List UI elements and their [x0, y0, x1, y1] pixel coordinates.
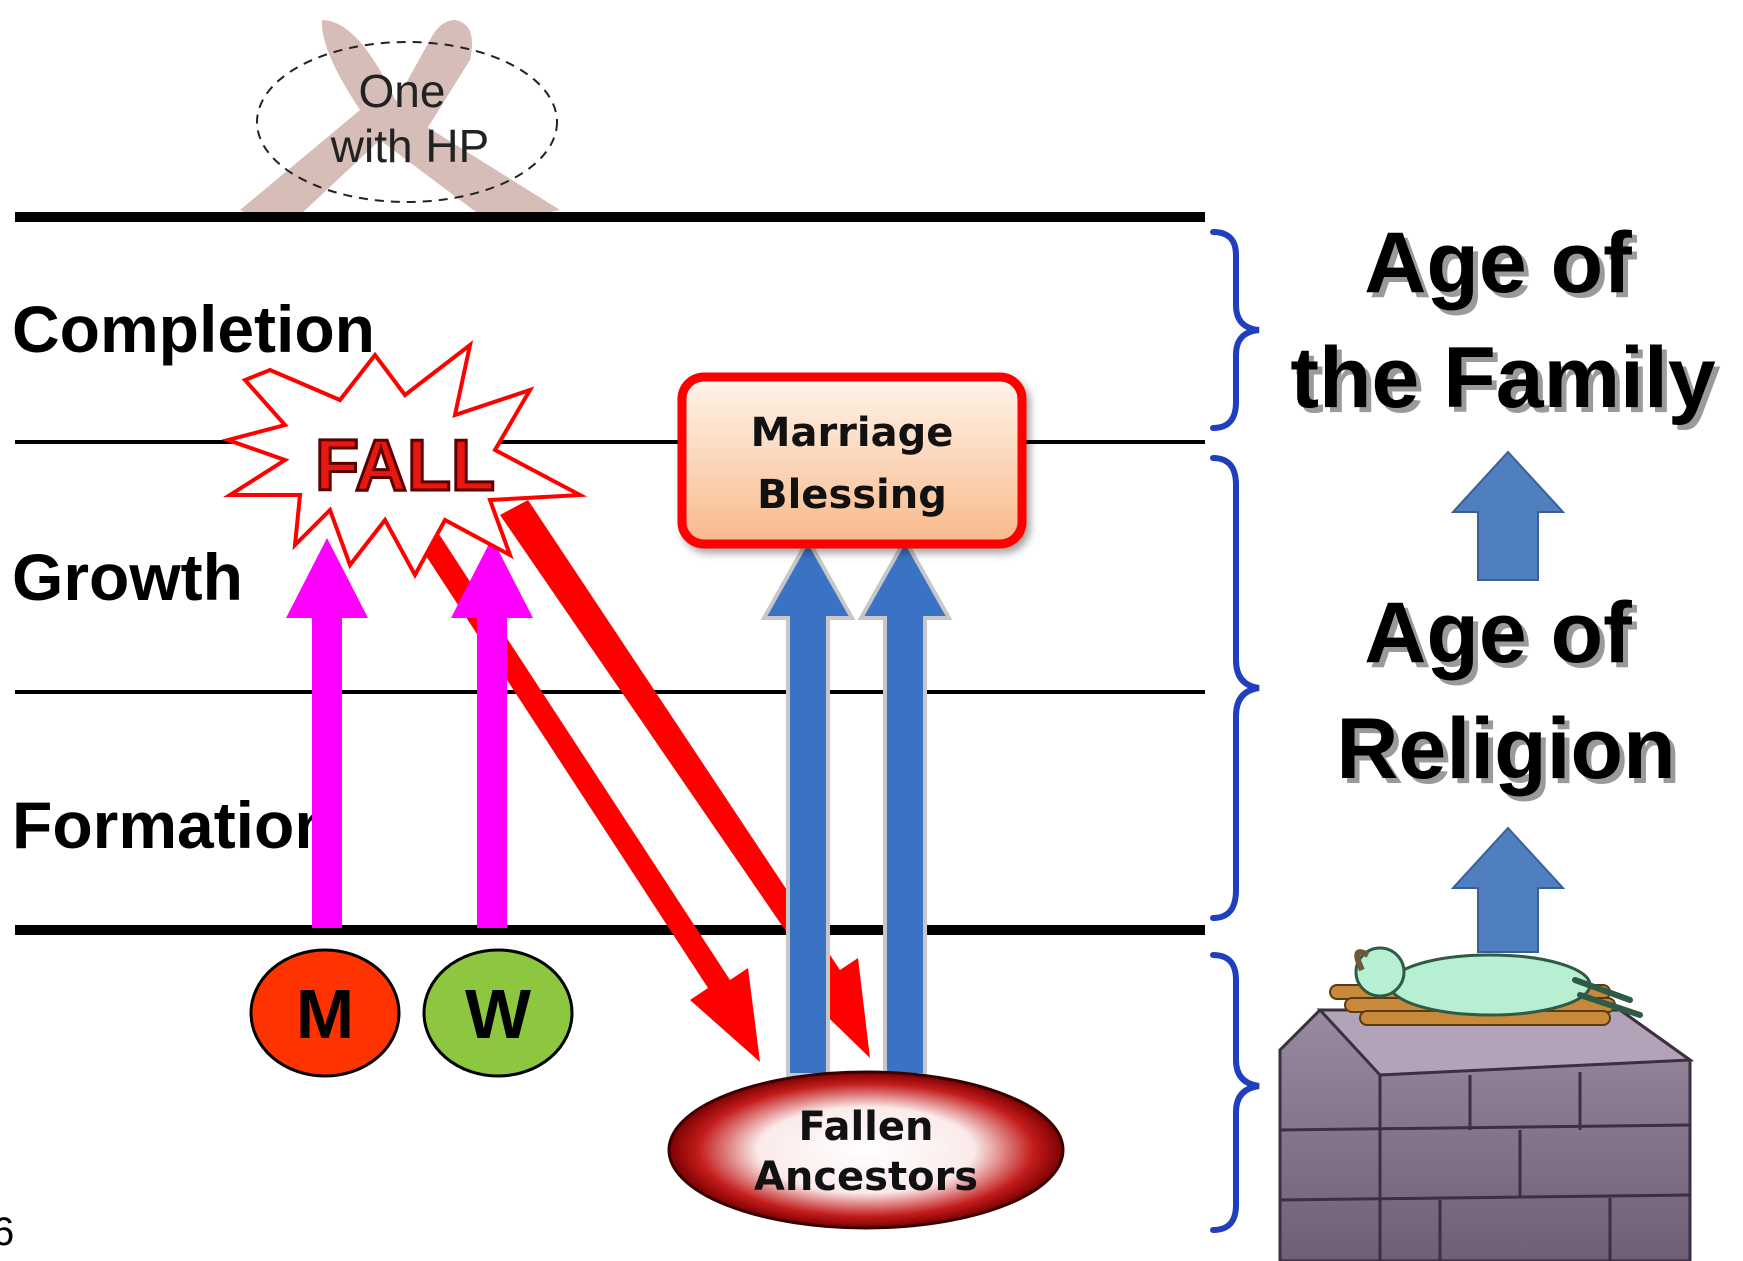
growth-arrows — [286, 538, 533, 928]
magenta-arrow-m — [286, 538, 368, 928]
svg-text:Age of: Age of — [1369, 220, 1637, 316]
age-family-line2: the Family — [1290, 330, 1716, 426]
age-brackets — [1210, 229, 1260, 1233]
svg-text:Religion: Religion — [1341, 706, 1680, 802]
fallen-ancestors-line2: Ancestors — [754, 1154, 978, 1200]
red-arrow-left — [390, 505, 760, 1062]
age-of-religion: Age of Age of Religion Religion — [1336, 585, 1680, 802]
page-number: 6 — [0, 1210, 14, 1254]
man-label: M — [296, 975, 354, 1053]
magenta-arrow-w — [451, 538, 533, 928]
marriage-blessing-line2: Blessing — [757, 472, 947, 518]
red-arrow-right — [500, 500, 870, 1058]
age-religion-line1: Age of — [1364, 585, 1632, 681]
fall-to-ancestors-arrows — [390, 500, 870, 1062]
fall-burst: FALL — [221, 340, 588, 580]
marriage-blessing-box: Marriage Blessing — [677, 372, 1027, 549]
fall-label: FALL — [315, 426, 495, 506]
svg-text:the Family: the Family — [1295, 335, 1721, 431]
fall-starburst-shape — [221, 340, 588, 580]
age-up-arrow-top — [1450, 450, 1566, 581]
one-with-hp-ellipse — [256, 41, 558, 203]
man-circle: M — [249, 948, 401, 1078]
marriage-blessing-line1: Marriage — [751, 410, 954, 456]
formation-label: Formation — [12, 788, 335, 862]
fallen-ancestors: Fallen Ancestors — [667, 1070, 1065, 1230]
age-religion-line2: Religion — [1336, 701, 1675, 797]
age-of-family: Age of Age of the Family the Family — [1290, 215, 1721, 431]
growth-label: Growth — [12, 540, 243, 614]
blue-arrow-right — [857, 535, 953, 1077]
woman-label: W — [465, 975, 531, 1053]
sacrificial-altar-icon — [1278, 946, 1695, 1261]
woman-circle: W — [422, 948, 574, 1078]
one-with-hp-line1: One — [359, 65, 446, 117]
age-family-line1: Age of — [1364, 215, 1632, 311]
bracket-sacrifice — [1210, 952, 1260, 1233]
bracket-religion — [1210, 455, 1260, 921]
x-mark-icon — [240, 20, 560, 217]
age-up-arrow-bottom — [1450, 826, 1566, 953]
one-with-hp-line2: with HP — [330, 120, 489, 172]
completion-label: Completion — [12, 292, 375, 366]
fallen-ancestors-line1: Fallen — [799, 1104, 934, 1150]
one-with-hp: One with HP — [240, 20, 560, 217]
bracket-family — [1210, 229, 1260, 431]
svg-text:Age of: Age of — [1369, 590, 1637, 686]
